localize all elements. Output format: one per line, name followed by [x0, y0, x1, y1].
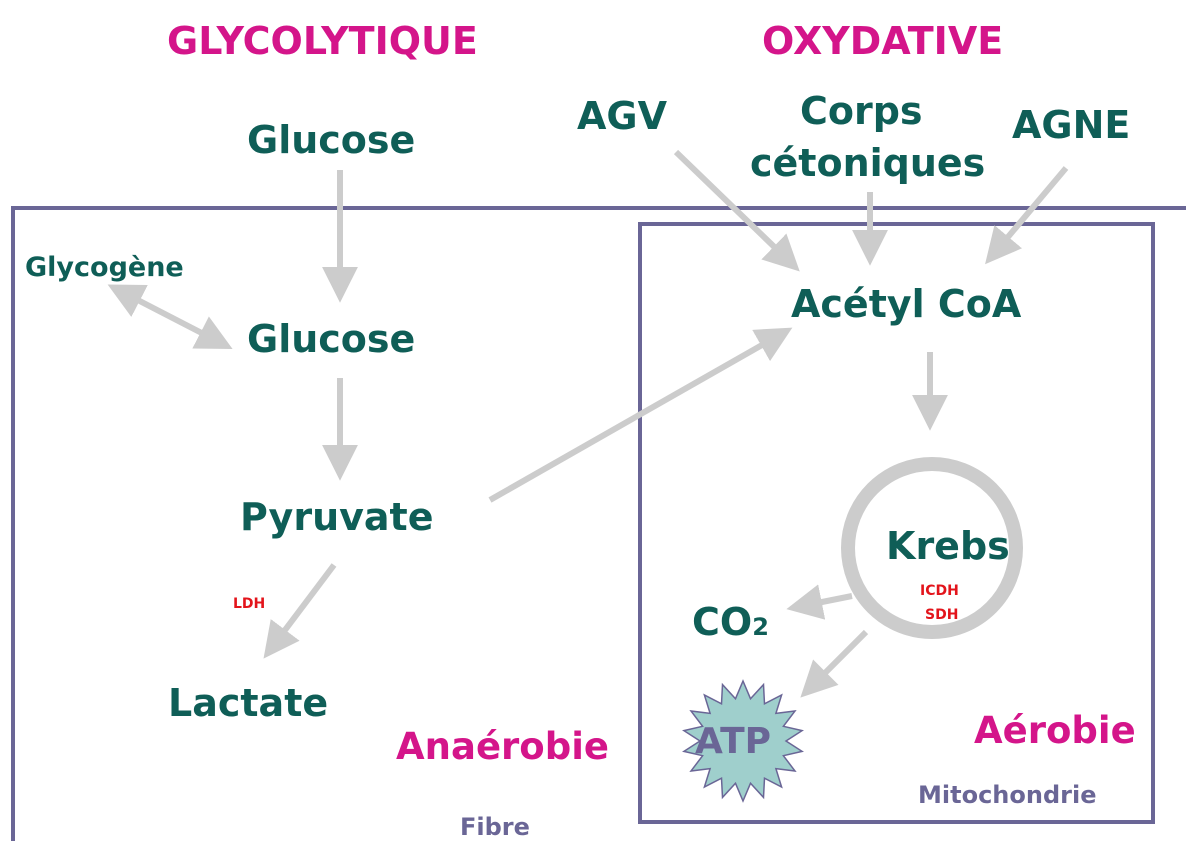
label-enzyme-icdh: ICDH	[920, 583, 959, 599]
arrow-glycogen-glucose	[107, 284, 233, 349]
label-enzyme-ldh: LDH	[233, 596, 266, 612]
label-agne: AGNE	[1012, 103, 1131, 147]
label-pyruvate: Pyruvate	[240, 495, 434, 539]
label-fiber: Fibre	[460, 813, 530, 841]
header-glycolytic: GLYCOLYTIQUE	[167, 19, 478, 63]
label-aerobic: Aérobie	[974, 709, 1136, 752]
label-krebs: Krebs	[886, 524, 1010, 568]
arrow-pyruvate-to-acetylcoa	[488, 327, 793, 503]
label-glucose-internal: Glucose	[247, 317, 416, 361]
co2-subscript: 2	[752, 613, 769, 641]
arrow-agne-to-acetylcoa	[985, 166, 1069, 265]
co2-text: CO	[692, 600, 753, 644]
label-glycogen: Glycogène	[25, 252, 184, 283]
label-anaerobic: Anaérobie	[396, 725, 609, 768]
atp-starburst	[682, 679, 804, 803]
fiber-boundary	[11, 206, 1186, 841]
header-oxidative: OXYDATIVE	[762, 19, 1004, 63]
mitochondrion-boundary	[638, 222, 1155, 824]
label-acetyl-coa: Acétyl CoA	[791, 282, 1022, 326]
arrow-pyruvate-to-lactate	[263, 563, 337, 659]
arrow-krebs-to-atp	[800, 629, 869, 698]
label-agv: AGV	[577, 94, 668, 138]
krebs-cycle-ring	[841, 457, 1023, 639]
label-mitochondrion: Mitochondrie	[918, 781, 1097, 809]
label-atp: ATP	[695, 721, 772, 762]
label-enzyme-sdh: SDH	[925, 607, 959, 623]
label-ketone-bodies-line2: cétoniques	[750, 141, 986, 185]
label-glucose-external: Glucose	[247, 118, 416, 162]
label-ketone-bodies-line1: Corps	[800, 89, 923, 133]
arrow-krebs-to-co2	[786, 584, 853, 620]
label-lactate: Lactate	[168, 681, 329, 725]
label-co2: CO2	[692, 603, 769, 641]
arrow-agv-to-acetylcoa	[673, 149, 800, 272]
